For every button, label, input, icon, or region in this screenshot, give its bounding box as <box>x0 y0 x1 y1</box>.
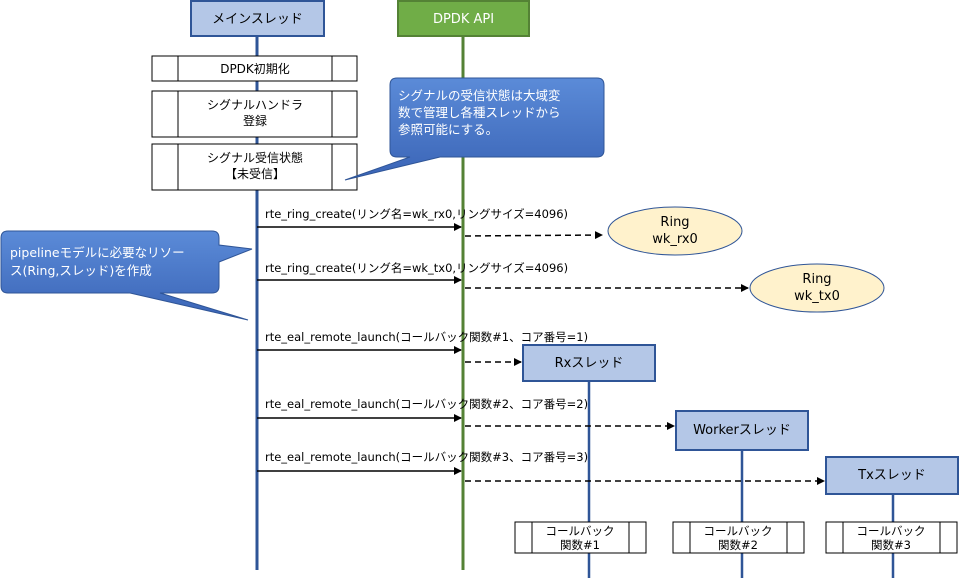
global-callout-line-1: シグナルの受信状態は大域変 <box>398 88 561 103</box>
callback-2-label-2: 関数#2 <box>718 538 758 552</box>
callback-1-label-2: 関数#1 <box>560 538 600 552</box>
ring-tx-label-1: Ring <box>802 272 831 287</box>
signal-handler-label-1: シグナルハンドラ <box>207 98 303 112</box>
global-variable-callout: シグナルの受信状態は大域変 数で管理し各種スレッドから 参照可能にする。 <box>344 77 605 181</box>
dpdk-init-box: DPDK初期化 <box>151 55 358 82</box>
dpdk-api-header-label: DPDK API <box>433 12 494 27</box>
global-callout-line-2: 数で管理し各種スレッドから <box>398 105 561 120</box>
main-thread-header: メインスレッド <box>190 0 325 37</box>
pipeline-callout: pipelineモデルに必要なリソー ス(Ring,スレッド)を作成 <box>0 230 253 321</box>
call-label-ring-rx: rte_ring_create(リング名=wk_rx0,リングサイズ=4096) <box>265 207 568 221</box>
signal-handler-label-2: 登録 <box>243 113 267 128</box>
dpdk-init-label: DPDK初期化 <box>220 62 290 76</box>
rx-thread-box: Rxスレッド <box>522 344 656 382</box>
signal-state-label-2: 【未受信】 <box>225 167 285 181</box>
callback-box-3: コールバック 関数#3 <box>825 521 958 554</box>
tx-thread-box: Txスレッド <box>825 456 959 495</box>
signal-handler-box: シグナルハンドラ 登録 <box>151 90 358 138</box>
tx-thread-label: Txスレッド <box>857 468 926 483</box>
pipeline-callout-line-1: pipelineモデルに必要なリソー <box>10 245 185 260</box>
ring-wk-rx0: Ring wk_rx0 <box>607 206 743 256</box>
ring-tx-label-2: wk_tx0 <box>794 289 840 304</box>
worker-thread-label: Workerスレッド <box>693 423 791 438</box>
signal-state-label-1: シグナル受信状態 <box>207 150 303 165</box>
callback-box-2: コールバック 関数#2 <box>672 521 805 554</box>
callback-3-label-2: 関数#3 <box>871 538 911 552</box>
dpdk-api-header: DPDK API <box>397 0 530 37</box>
callback-2-label-1: コールバック <box>704 524 773 538</box>
callback-1-label-1: コールバック <box>546 524 615 538</box>
ring-rx-label-2: wk_rx0 <box>652 232 698 247</box>
return-arrow-ring-rx <box>464 231 603 240</box>
ring-wk-tx0: Ring wk_tx0 <box>749 263 885 313</box>
call-label-ring-tx: rte_ring_create(リング名=wk_tx0,リングサイズ=4096) <box>265 261 568 275</box>
rx-thread-label: Rxスレッド <box>555 356 624 371</box>
main-thread-header-label: メインスレッド <box>212 12 303 27</box>
call-label-launch-3: rte_eal_remote_launch(コールバック関数#3、コア番号=3) <box>265 450 588 464</box>
pipeline-callout-line-2: ス(Ring,スレッド)を作成 <box>10 263 152 278</box>
callback-3-label-1: コールバック <box>857 524 926 538</box>
callback-box-1: コールバック 関数#1 <box>514 521 647 554</box>
call-label-launch-1: rte_eal_remote_launch(コールバック関数#1、コア番号=1) <box>265 330 588 344</box>
ring-rx-label-1: Ring <box>660 215 689 230</box>
global-callout-line-3: 参照可能にする。 <box>398 122 498 137</box>
signal-state-box: シグナル受信状態 【未受信】 <box>151 143 358 191</box>
worker-thread-box: Workerスレッド <box>675 410 809 451</box>
call-label-launch-2: rte_eal_remote_launch(コールバック関数#2、コア番号=2) <box>265 397 588 411</box>
